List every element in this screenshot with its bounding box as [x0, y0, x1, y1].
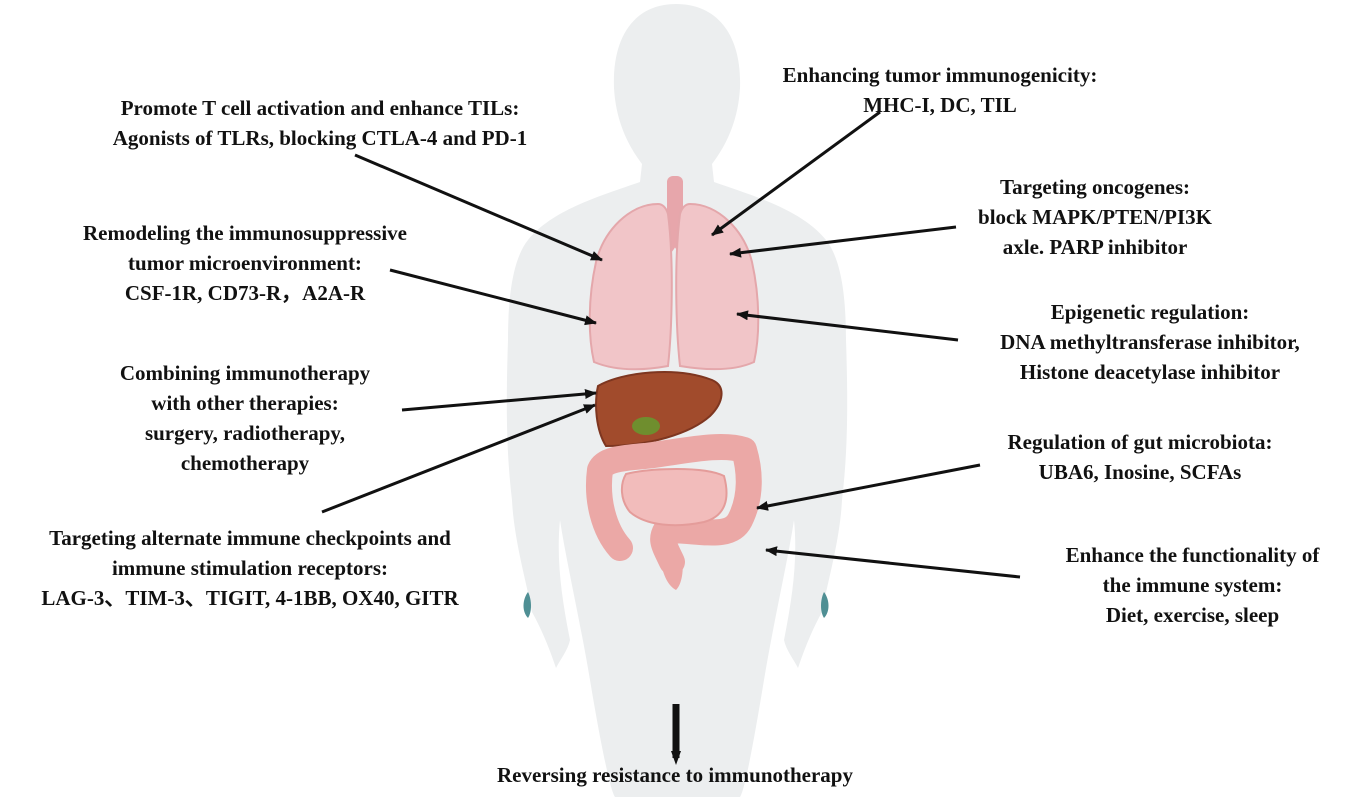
liver	[595, 371, 723, 448]
label-checkpoints: Targeting alternate immune checkpoints a…	[41, 526, 459, 610]
arrow-checkpoints	[321, 403, 596, 514]
label-microbiota: Regulation of gut microbiota: UBA6, Inos…	[1007, 430, 1273, 484]
label-functionality: Enhance the functionality of the immune …	[1065, 543, 1320, 627]
right-lung	[675, 202, 760, 371]
gallbladder	[632, 417, 660, 435]
label-conclusion: Reversing resistance to immunotherapy	[497, 763, 853, 787]
right-hand	[821, 592, 829, 618]
arrow-functionality	[765, 546, 1021, 579]
label-oncogenes: Targeting oncogenes: block MAPK/PTEN/PI3…	[978, 175, 1212, 259]
label-remodeling: Remodeling the immunosuppressive tumor m…	[83, 221, 407, 305]
label-immunogenicity: Enhancing tumor immunogenicity: MHC-I, D…	[782, 63, 1098, 117]
arrow-oncogenes	[729, 225, 957, 258]
arrow-immunogenicity	[711, 110, 881, 237]
arrow-epigenetic	[736, 310, 959, 342]
arrow-t-cell	[354, 153, 603, 262]
arrow-microbiota	[756, 463, 981, 511]
label-t-cell: Promote T cell activation and enhance TI…	[112, 96, 528, 150]
arrow-remodeling	[389, 268, 597, 326]
arrow-combining	[401, 388, 597, 412]
left-hand	[523, 592, 531, 618]
label-epigenetic: Epigenetic regulation: DNA methyltransfe…	[1000, 300, 1300, 384]
arrows	[321, 110, 1021, 765]
rectum	[660, 556, 683, 590]
large-intestine	[586, 433, 762, 575]
small-intestine	[620, 468, 728, 527]
label-combining: Combining immunotherapy with other thera…	[119, 361, 371, 475]
